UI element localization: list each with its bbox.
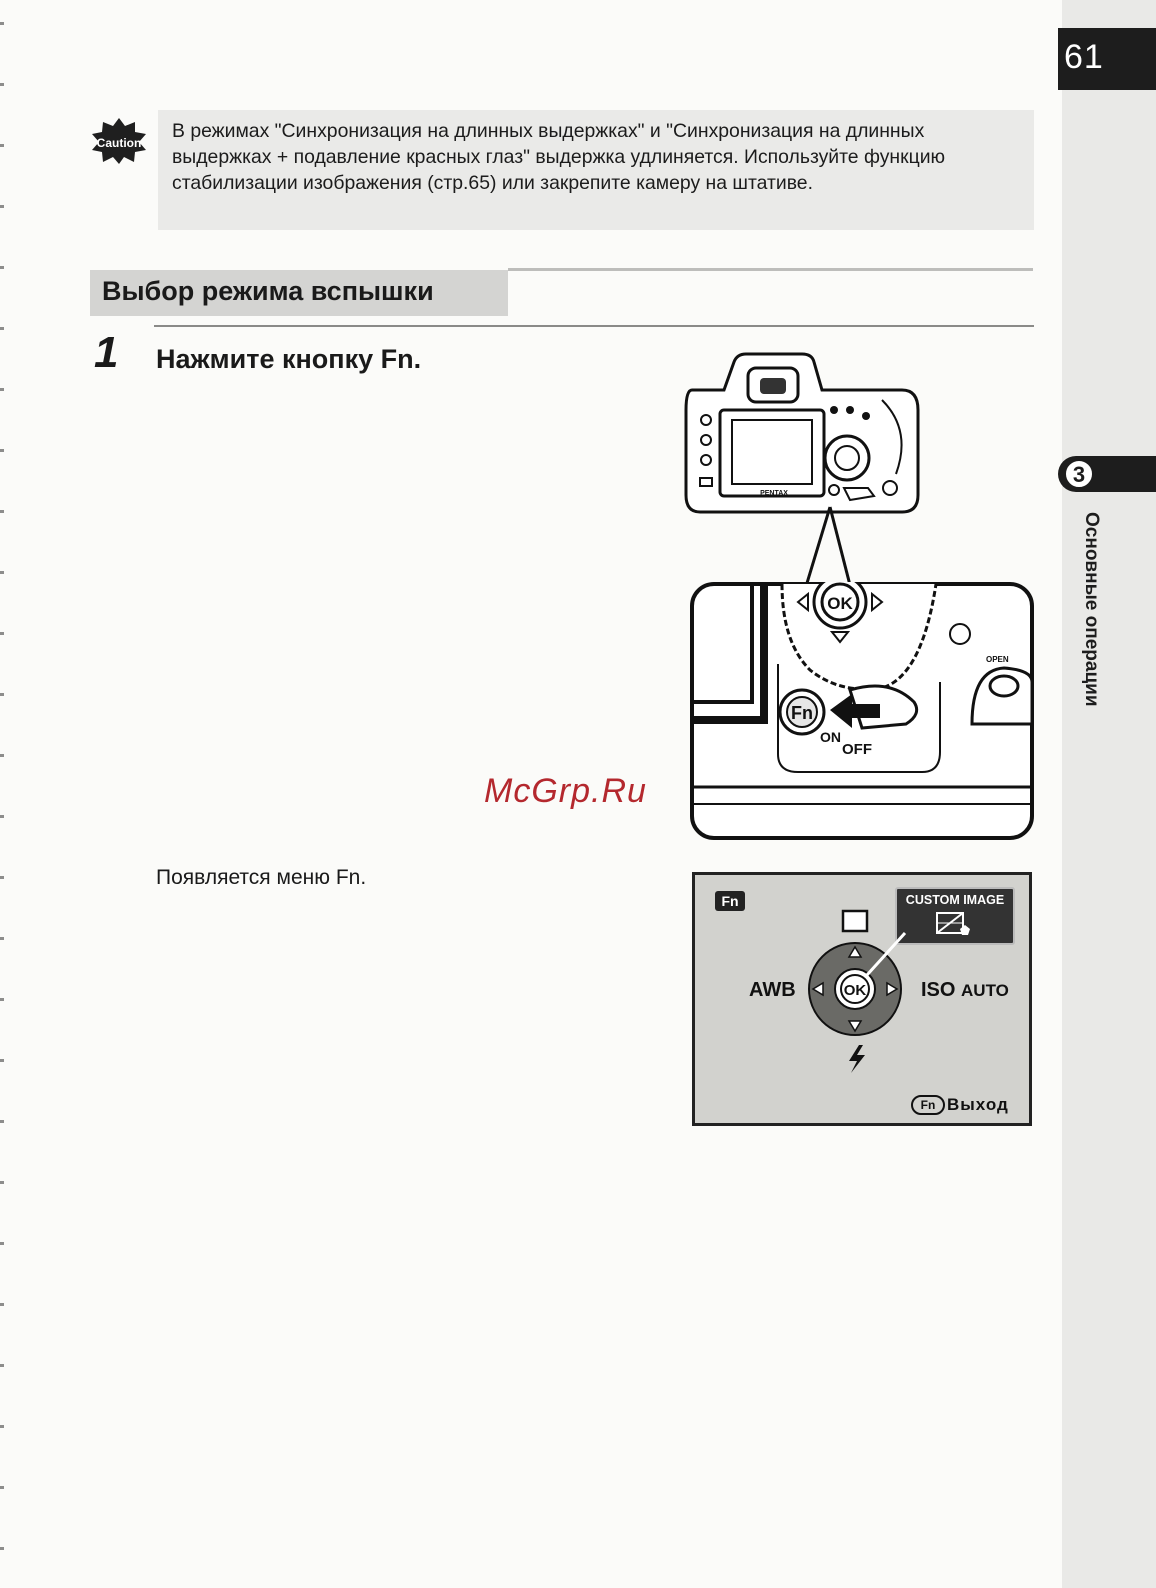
chapter-number: 3: [1064, 459, 1094, 489]
open-label: OPEN: [986, 655, 1009, 664]
iso-label: ISO AUTO: [921, 979, 1009, 1002]
caution-icon-label: Caution: [97, 136, 142, 150]
exit-label: Выход: [947, 1095, 1009, 1114]
note-text: Появляется меню Fn.: [156, 866, 367, 889]
caution-text: В режимах "Синхронизация на длинных выде…: [172, 120, 946, 194]
caution-box: [158, 110, 1034, 230]
custom-image-label: CUSTOM IMAGE: [905, 893, 1005, 907]
custom-image-icon: [936, 912, 970, 935]
fn-badge: Fn: [715, 891, 745, 911]
fn-button-closeup: OK Fn ON OFF OPEN: [690, 582, 1034, 840]
iso-sub: AUTO: [961, 981, 1009, 1000]
step-rule: [154, 325, 1034, 327]
menu-ok-label: OK: [844, 982, 867, 999]
chapter-title: Основные операции: [1081, 512, 1102, 707]
section-header-bar: [90, 270, 508, 316]
single-frame-icon: [841, 909, 869, 933]
caution-icon: Caution: [92, 118, 146, 164]
section-title: Выбор режима вспышки: [102, 276, 434, 306]
camera-back-illustration: PENTAX: [684, 352, 920, 514]
awb-label: AWB: [749, 979, 796, 1001]
exit-fn-button: Fn: [911, 1095, 945, 1115]
step-number: 1: [94, 328, 119, 377]
camera-brand: PENTAX: [760, 490, 788, 497]
off-label: OFF: [842, 741, 872, 758]
iso-main: ISO: [921, 979, 956, 1001]
page-number: 61: [1064, 38, 1104, 76]
step-text: Нажмите кнопку Fn.: [156, 344, 422, 374]
fn-menu-dial: OK: [808, 909, 907, 1073]
section-rule: [508, 268, 1033, 271]
ok-button-label: OK: [827, 594, 853, 613]
custom-image-tile: CUSTOM IMAGE: [895, 887, 1015, 945]
page-number-box: [1058, 28, 1156, 90]
side-tab-strip: [1062, 0, 1156, 1588]
zoom-connector: [802, 506, 854, 594]
fn-button-label: Fn: [791, 703, 813, 723]
flash-icon: [849, 1045, 865, 1073]
on-label: ON: [820, 729, 841, 745]
scan-edge: [0, 0, 4, 1588]
watermark: McGrp.Ru: [484, 772, 647, 810]
